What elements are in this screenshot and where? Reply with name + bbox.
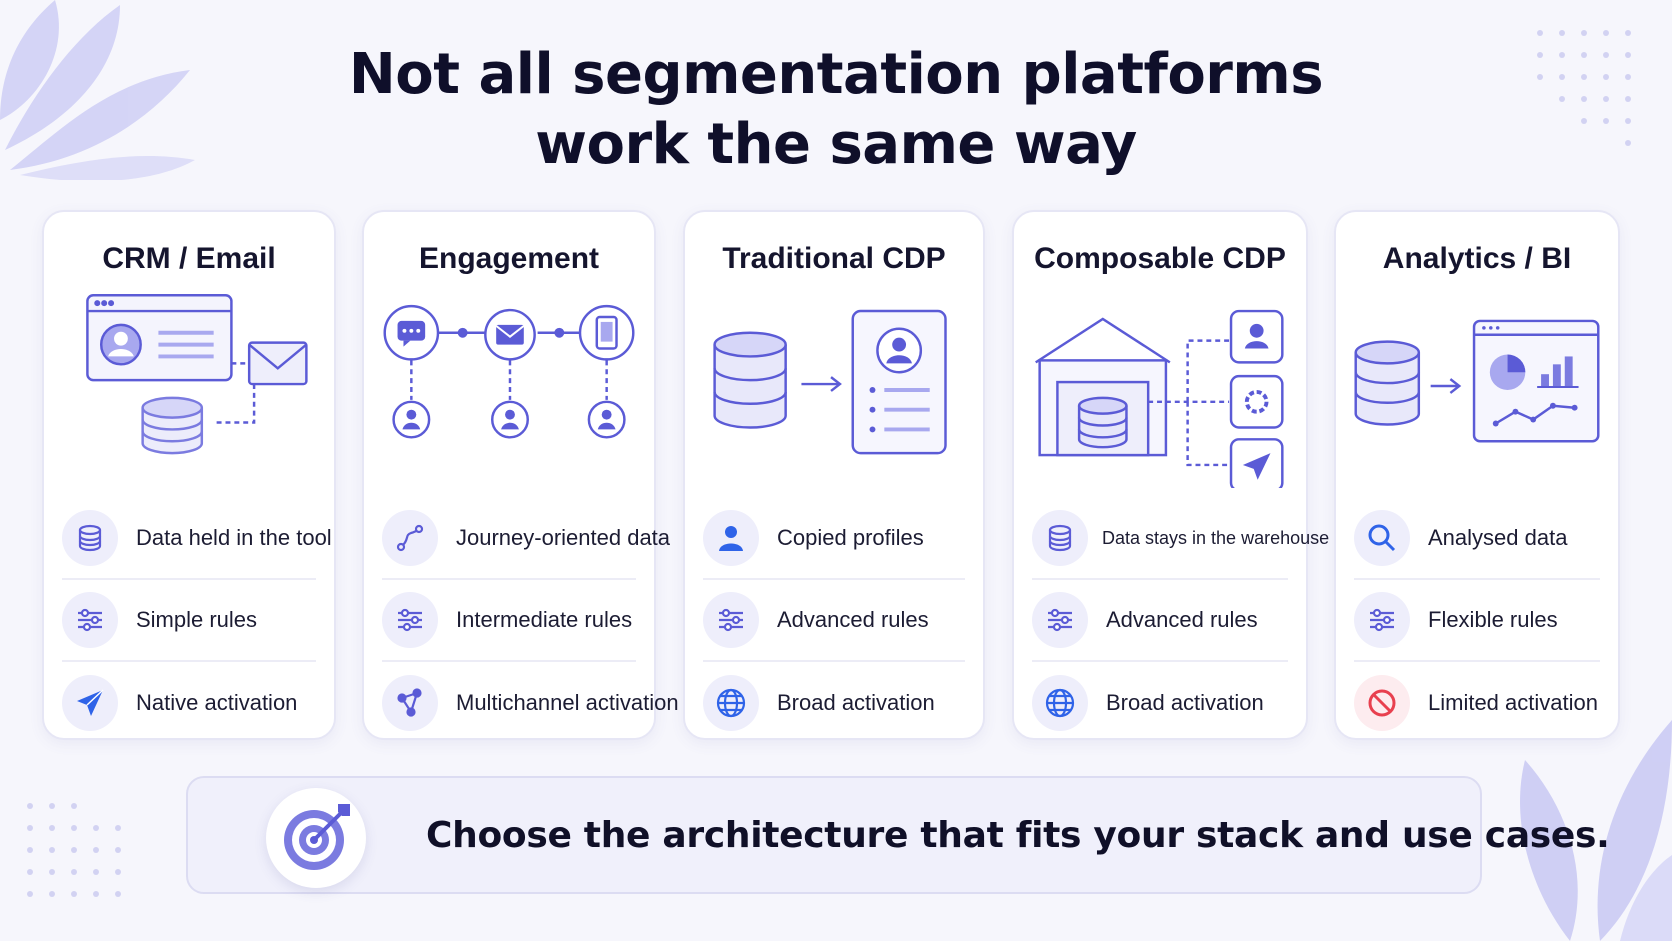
feature-label: Broad activation [777, 690, 935, 715]
feature-label: Advanced rules [777, 607, 929, 632]
sliders-icon [62, 592, 118, 648]
user-icon [703, 510, 759, 566]
target-icon [266, 788, 366, 888]
feature-row: Flexible rules [1354, 580, 1600, 662]
feature-row: Data stays in the warehouse [1032, 498, 1329, 580]
feature-label: Limited activation [1428, 690, 1598, 715]
card-title: Engagement [418, 242, 600, 275]
globe-icon [703, 675, 759, 731]
feature-label: Simple rules [136, 607, 258, 632]
feature-row: Copied profiles [703, 498, 965, 580]
feature-row: Intermediate rules [382, 580, 636, 662]
sliders-icon [1032, 592, 1088, 648]
feature-row: Limited activation [1354, 662, 1600, 744]
feature-row: Analysed data [1354, 498, 1600, 580]
feature-row: Broad activation [1032, 662, 1288, 744]
page-title: Not all segmentation platforms work the … [0, 40, 1672, 180]
feature-row: Broad activation [703, 662, 965, 744]
card-engagement: Engagement [362, 210, 679, 740]
sliders-icon [382, 592, 438, 648]
card-analytics-bi: Analytics / BI [1334, 210, 1620, 740]
sliders-icon [703, 592, 759, 648]
title-line-1: Not all segmentation platforms [348, 42, 1324, 107]
banner-text: Choose the architecture that fits your s… [426, 814, 1610, 856]
share-nodes-icon [382, 675, 438, 731]
leaf-decoration-top-left [0, 0, 195, 180]
feature-label: Multichannel activation [456, 690, 679, 715]
conclusion-banner: Choose the architecture that fits your s… [186, 776, 1610, 894]
feature-label: Flexible rules [1428, 607, 1558, 632]
card-traditional-cdp: Traditional CDP [683, 210, 985, 740]
feature-label: Intermediate rules [456, 607, 633, 632]
sliders-icon [1354, 592, 1410, 648]
card-crm-email: CRM / Email [42, 210, 336, 740]
dot-grid-decoration-top-right [1537, 30, 1631, 146]
globe-icon [1032, 675, 1088, 731]
journey-icon [382, 510, 438, 566]
feature-row: Simple rules [62, 580, 316, 662]
feature-row: Advanced rules [1032, 580, 1288, 662]
feature-label: Broad activation [1106, 690, 1264, 715]
feature-row: Native activation [62, 662, 316, 744]
feature-row: Journey-oriented data [382, 498, 670, 580]
leaf-decoration-bottom-right [1520, 720, 1672, 941]
engagement-illustration [383, 304, 635, 439]
dot-grid-decoration-bottom-left [27, 803, 121, 897]
analytics-bi-illustration [1354, 319, 1600, 443]
card-title: CRM / Email [102, 242, 276, 275]
feature-label: Copied profiles [777, 525, 924, 550]
feature-label: Data stays in the warehouse [1102, 527, 1330, 548]
paper-plane-icon [62, 675, 118, 731]
feature-label: Native activation [136, 690, 298, 715]
database-icon [1032, 510, 1088, 566]
feature-row: Multichannel activation [382, 662, 679, 744]
traditional-cdp-illustration [713, 309, 947, 455]
prohibited-icon [1354, 675, 1410, 731]
card-title: Analytics / BI [1382, 242, 1572, 275]
card-title: Traditional CDP [722, 242, 946, 275]
card-composable-cdp: Composable CDP [1012, 210, 1329, 740]
search-icon [1354, 510, 1410, 566]
feature-label: Data held in the tool [136, 525, 332, 550]
card-title: Composable CDP [1034, 242, 1286, 275]
feature-label: Analysed data [1428, 525, 1568, 550]
feature-row: Data held in the tool [62, 498, 332, 580]
feature-label: Advanced rules [1106, 607, 1258, 632]
feature-row: Advanced rules [703, 580, 965, 662]
feature-label: Journey-oriented data [456, 525, 671, 550]
composable-cdp-illustration [1035, 309, 1284, 488]
title-line-2: work the same way [535, 112, 1137, 177]
database-icon [62, 510, 118, 566]
crm-email-illustration [86, 294, 308, 455]
